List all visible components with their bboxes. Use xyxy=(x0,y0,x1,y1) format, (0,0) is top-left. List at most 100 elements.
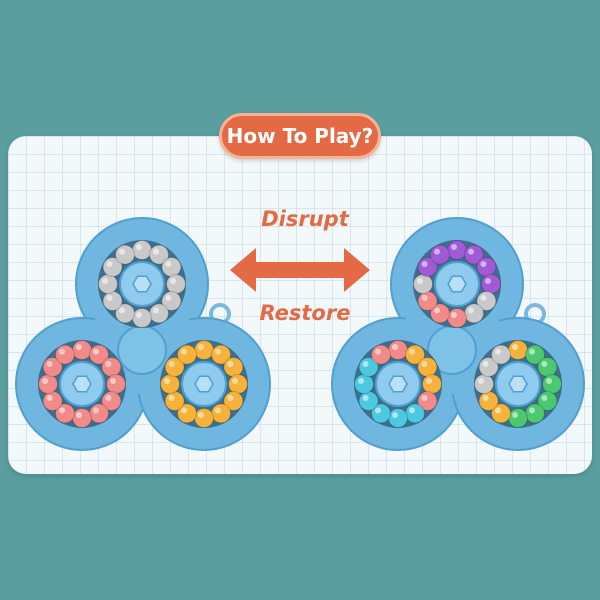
bead-highlight xyxy=(512,344,518,350)
bead xyxy=(358,391,379,411)
bead-highlight xyxy=(468,307,474,314)
bead-highlight xyxy=(105,395,112,401)
bead-highlight xyxy=(482,361,489,367)
bead-highlight xyxy=(512,412,518,418)
bead-highlight xyxy=(153,307,159,314)
bead-highlight xyxy=(426,378,432,384)
bead xyxy=(422,374,442,394)
how-to-play-title: How To Play? xyxy=(226,124,374,148)
hex-bolt-icon xyxy=(388,375,408,393)
bead-highlight xyxy=(227,361,234,367)
bead-highlight xyxy=(215,348,221,355)
bead-highlight xyxy=(392,412,398,418)
bead-highlight xyxy=(76,344,82,350)
bead-highlight xyxy=(93,348,99,355)
bead-highlight xyxy=(164,378,170,384)
hex-bolt-icon xyxy=(194,375,214,393)
bead-highlight xyxy=(421,395,428,401)
bead-highlight xyxy=(495,348,501,355)
bead-highlight xyxy=(110,378,116,384)
bead-highlight xyxy=(434,248,440,255)
bead-highlight xyxy=(421,295,428,301)
bead-highlight xyxy=(102,278,108,284)
bead-highlight xyxy=(119,248,125,255)
bead-highlight xyxy=(451,312,457,318)
bead-highlight xyxy=(421,261,428,267)
bead-highlight xyxy=(421,361,428,367)
bead-highlight xyxy=(76,412,82,418)
bead-highlight xyxy=(362,395,369,401)
bead xyxy=(542,374,562,394)
bead-highlight xyxy=(42,378,48,384)
bead-highlight xyxy=(529,407,535,414)
bead-highlight xyxy=(136,312,142,318)
bead-highlight xyxy=(409,348,415,355)
bead-highlight xyxy=(541,361,548,367)
bead xyxy=(371,344,391,365)
bead xyxy=(388,340,408,360)
bead-highlight xyxy=(168,395,175,401)
bead xyxy=(525,403,545,424)
bead-highlight xyxy=(170,278,176,284)
bead xyxy=(478,391,499,411)
bead-highlight xyxy=(485,278,491,284)
bead-highlight xyxy=(417,278,423,284)
bead-highlight xyxy=(375,407,381,414)
bead-highlight xyxy=(105,361,112,367)
bead xyxy=(474,374,494,394)
bead-highlight xyxy=(480,261,487,267)
bead xyxy=(508,408,528,428)
bead-highlight xyxy=(227,395,234,401)
bead-highlight xyxy=(362,361,369,367)
bead-highlight xyxy=(198,344,204,350)
bead-highlight xyxy=(198,412,204,418)
disrupt-label: Disrupt xyxy=(261,207,349,231)
bead xyxy=(481,274,501,294)
bead-highlight xyxy=(168,361,175,367)
bead-highlight xyxy=(106,295,113,301)
bead-highlight xyxy=(181,407,187,414)
hex-bolt-icon xyxy=(132,275,152,293)
bead xyxy=(447,240,467,260)
bead-highlight xyxy=(46,361,53,367)
bead-highlight xyxy=(480,295,487,301)
bead-highlight xyxy=(93,407,99,414)
bead xyxy=(388,408,408,428)
bead-highlight xyxy=(546,378,552,384)
bead-highlight xyxy=(59,348,65,355)
bead xyxy=(430,244,450,265)
bead-highlight xyxy=(482,395,489,401)
bead-highlight xyxy=(468,248,474,255)
bead-highlight xyxy=(529,348,535,355)
how-to-play-badge: How To Play? xyxy=(219,113,381,159)
bead-highlight xyxy=(375,348,381,355)
bead-highlight xyxy=(409,407,415,414)
bead-highlight xyxy=(153,248,159,255)
bead-highlight xyxy=(434,307,440,314)
hex-bolt-icon xyxy=(72,375,92,393)
bead xyxy=(405,403,425,424)
bead-highlight xyxy=(165,261,172,267)
bead-highlight xyxy=(541,395,548,401)
bead-highlight xyxy=(215,407,221,414)
bead-highlight xyxy=(358,378,364,384)
bead xyxy=(417,357,438,377)
bead xyxy=(417,291,438,311)
bead-highlight xyxy=(232,378,238,384)
bead-highlight xyxy=(181,348,187,355)
bead-highlight xyxy=(451,244,457,250)
bead xyxy=(537,357,558,377)
bead-highlight xyxy=(106,261,113,267)
bead-highlight xyxy=(46,395,53,401)
bead xyxy=(508,340,528,360)
restore-label: Restore xyxy=(259,301,351,325)
bead-highlight xyxy=(165,295,172,301)
bead-highlight xyxy=(136,244,142,250)
bead xyxy=(464,303,484,324)
bead xyxy=(447,308,467,328)
bead-highlight xyxy=(59,407,65,414)
bead xyxy=(354,374,374,394)
